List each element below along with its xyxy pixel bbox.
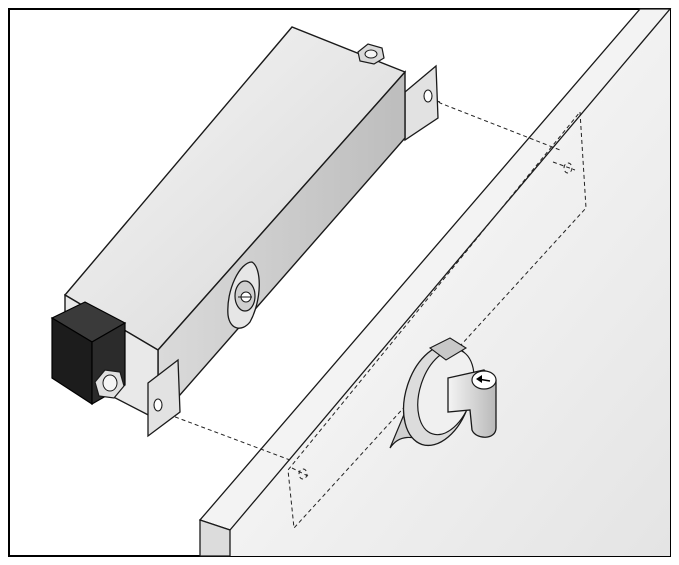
rotary-handle	[389, 337, 497, 449]
mounting-bracket-bottom	[147, 358, 181, 438]
door-edge-end	[199, 519, 231, 557]
door-panel	[198, 8, 672, 557]
adjust-screw	[227, 261, 260, 329]
top-nut-icon	[357, 43, 385, 65]
rotate-arrow-icon	[476, 375, 491, 383]
plug-nut-icon	[94, 369, 125, 399]
